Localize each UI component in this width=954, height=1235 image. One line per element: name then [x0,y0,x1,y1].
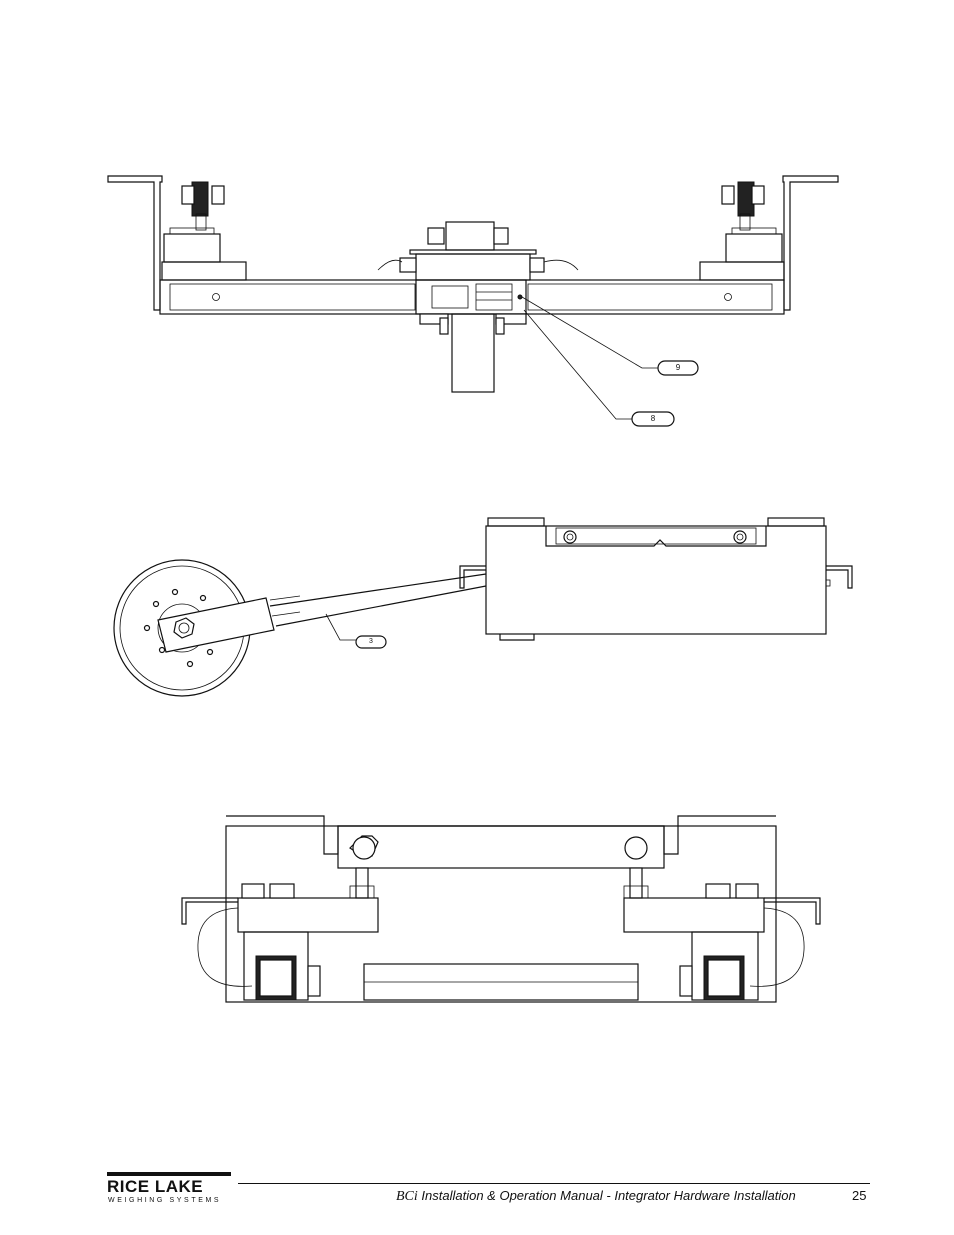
logo-text: RICE LAKE [107,1177,204,1196]
logo-subtext: WEIGHING SYSTEMS [108,1197,222,1204]
end-view-drawing [181,815,821,1003]
footer-document-title: BCi Installation & Operation Manual - In… [396,1188,796,1205]
top-view-drawing [107,175,839,427]
callout-8-label: 8 [650,414,656,423]
page-number: 25 [852,1188,867,1203]
product-name: BCi [396,1189,418,1204]
logo-bar [107,1172,231,1176]
side-view-drawing [113,517,853,697]
callout-9-label: 9 [675,363,681,372]
manual-title: Installation & Operation Manual - Integr… [421,1188,796,1203]
footer-divider [238,1183,870,1184]
rice-lake-logo: RICE LAKE WEIGHING SYSTEMS [107,1172,233,1206]
callout-3-label: 3 [369,638,373,645]
